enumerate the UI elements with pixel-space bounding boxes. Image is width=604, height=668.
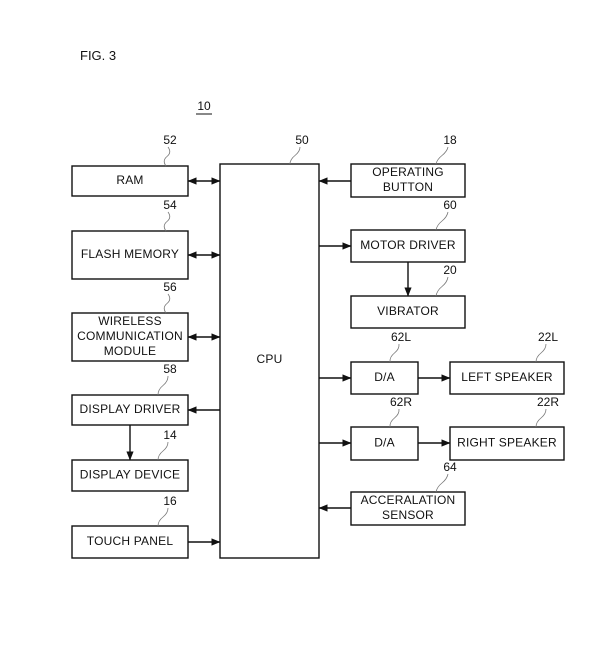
ref-number-touch-panel: 16 bbox=[163, 494, 177, 508]
block-touch-panel: TOUCH PANEL bbox=[71, 525, 189, 559]
ref-leader-da-left bbox=[389, 343, 400, 363]
ref-leader-flash-memory bbox=[163, 211, 171, 232]
block-operating-button-label-line: OPERATING bbox=[372, 165, 444, 179]
block-wireless-label-line: COMMUNICATION bbox=[77, 329, 183, 343]
ref-number-cpu: 50 bbox=[295, 133, 309, 147]
block-motor-driver-label-line: MOTOR DRIVER bbox=[360, 238, 456, 252]
block-wireless-label-line: WIRELESS bbox=[98, 314, 162, 328]
block-operating-button-label-line: BUTTON bbox=[383, 180, 433, 194]
ref-leader-touch-panel bbox=[157, 507, 169, 527]
block-display-driver: DISPLAY DRIVER bbox=[71, 394, 189, 426]
ref-leader-accel-sensor bbox=[435, 473, 449, 493]
ref-leader-right-speaker bbox=[535, 408, 547, 428]
ref-leader-da-right bbox=[389, 408, 400, 428]
ref-number-right-speaker: 22R bbox=[537, 395, 559, 409]
ref-number-flash-memory: 54 bbox=[163, 198, 177, 212]
block-motor-driver: MOTOR DRIVER bbox=[350, 229, 466, 263]
block-da-right: D/A bbox=[350, 426, 419, 461]
block-da-right-label-line: D/A bbox=[374, 436, 395, 450]
block-right-speaker-label-line: RIGHT SPEAKER bbox=[457, 436, 557, 450]
block-wireless-box bbox=[71, 312, 189, 362]
ref-leader-cpu bbox=[289, 146, 301, 165]
block-display-device-box bbox=[71, 459, 189, 492]
ref-leader-operating-button bbox=[435, 146, 449, 165]
ref-number-da-right: 62R bbox=[390, 395, 412, 409]
block-ram-label-line: RAM bbox=[116, 173, 143, 187]
ref-leader-display-driver bbox=[157, 375, 169, 396]
block-wireless-label-line: MODULE bbox=[104, 344, 157, 358]
block-left-speaker: LEFT SPEAKER bbox=[449, 361, 565, 395]
block-flash-memory-label-line: FLASH MEMORY bbox=[81, 247, 179, 261]
block-operating-button-box bbox=[350, 163, 466, 198]
ref-number-display-device: 14 bbox=[163, 428, 177, 442]
ref-number-wireless: 56 bbox=[163, 280, 177, 294]
block-cpu-label-line: CPU bbox=[257, 352, 283, 366]
block-accel-sensor-label-line: ACCERALATION bbox=[361, 493, 456, 507]
ref-number-display-driver: 58 bbox=[163, 362, 177, 376]
ref-number-motor-driver: 60 bbox=[443, 198, 457, 212]
block-da-left-label-line: D/A bbox=[374, 370, 395, 384]
block-touch-panel-label-line: TOUCH PANEL bbox=[87, 534, 174, 548]
ref-leader-wireless bbox=[163, 293, 171, 314]
block-vibrator-label-line: VIBRATOR bbox=[377, 304, 439, 318]
ref-leader-left-speaker bbox=[535, 343, 547, 363]
block-da-left-box bbox=[350, 361, 419, 395]
ref-leader-ram bbox=[163, 146, 171, 167]
ref-number-accel-sensor: 64 bbox=[443, 460, 457, 474]
block-right-speaker-box bbox=[449, 426, 565, 461]
block-flash-memory-box bbox=[71, 230, 189, 280]
figure-title: FIG. 3 bbox=[80, 48, 116, 63]
ref-number-ram: 52 bbox=[163, 133, 177, 147]
ref-leader-display-device bbox=[157, 441, 169, 461]
ref-leader-motor-driver bbox=[435, 211, 449, 231]
block-left-speaker-label-line: LEFT SPEAKER bbox=[461, 370, 553, 384]
block-right-speaker: RIGHT SPEAKER bbox=[449, 426, 565, 461]
ref-number-da-left: 62L bbox=[391, 330, 411, 344]
block-cpu: CPU bbox=[219, 163, 320, 559]
ref-number-left-speaker: 22L bbox=[538, 330, 558, 344]
block-display-driver-label-line: DISPLAY DRIVER bbox=[79, 402, 180, 416]
block-vibrator: VIBRATOR bbox=[350, 295, 466, 329]
block-ram: RAM bbox=[71, 165, 189, 197]
block-flash-memory: FLASH MEMORY bbox=[71, 230, 189, 280]
device-ref-number: 10 bbox=[197, 99, 211, 113]
block-display-device-label-line: DISPLAY DEVICE bbox=[80, 468, 180, 482]
block-display-device: DISPLAY DEVICE bbox=[71, 459, 189, 492]
block-da-left: D/A bbox=[350, 361, 419, 395]
ref-number-operating-button: 18 bbox=[443, 133, 457, 147]
block-vibrator-box bbox=[350, 295, 466, 329]
block-left-speaker-box bbox=[449, 361, 565, 395]
block-cpu-box bbox=[219, 163, 320, 559]
block-accel-sensor-label-line: SENSOR bbox=[382, 508, 434, 522]
ref-leader-vibrator bbox=[435, 276, 449, 297]
ref-number-vibrator: 20 bbox=[443, 263, 457, 277]
